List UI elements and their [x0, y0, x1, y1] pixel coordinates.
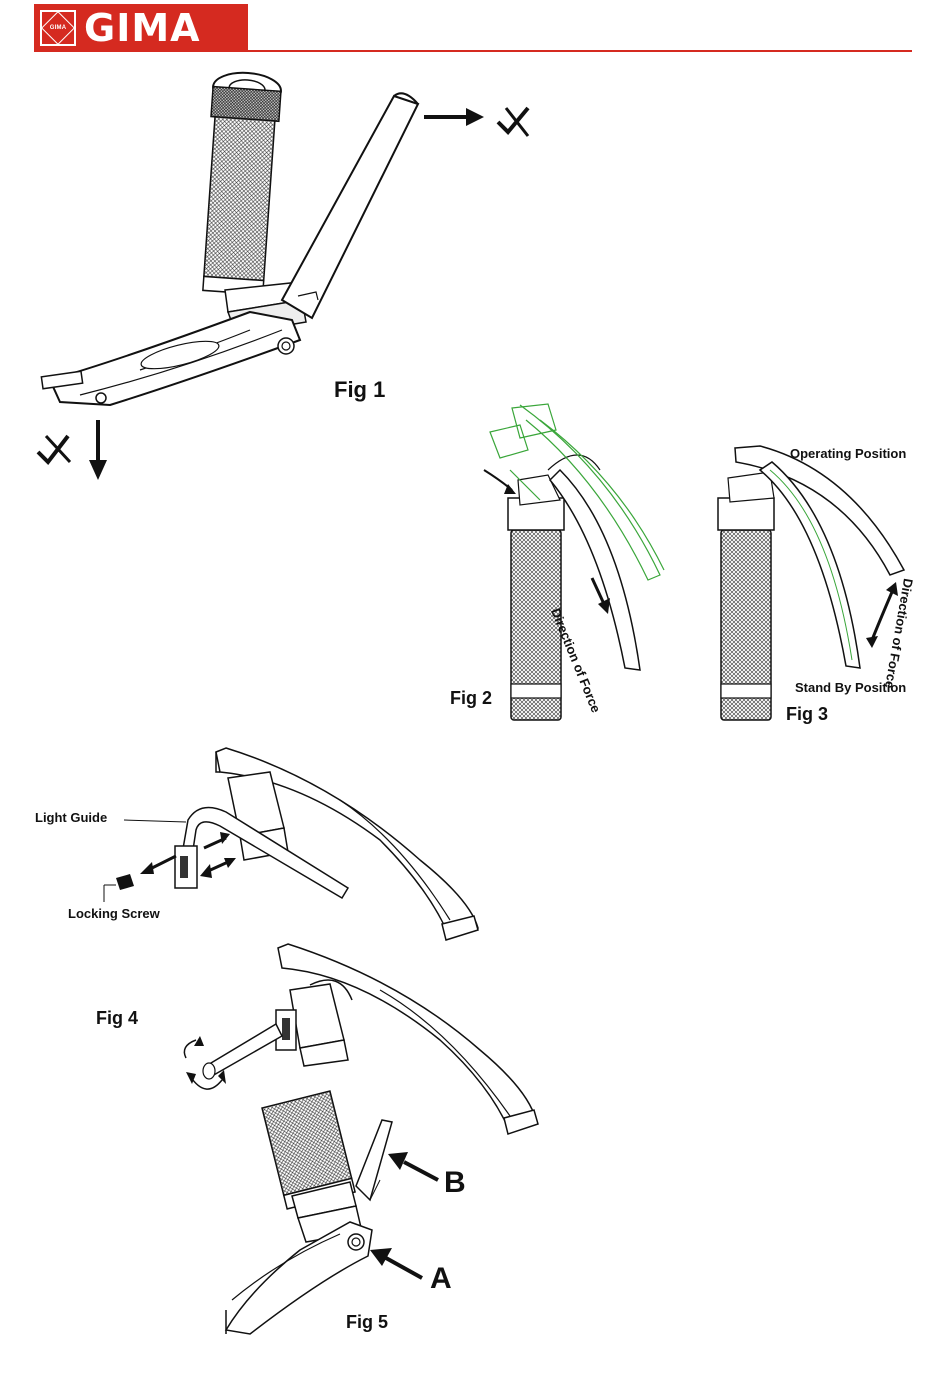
fig5-point-b: B	[444, 1166, 466, 1200]
fig5-point-a: A	[430, 1262, 452, 1296]
fig5-label: Fig 5	[346, 1312, 388, 1333]
